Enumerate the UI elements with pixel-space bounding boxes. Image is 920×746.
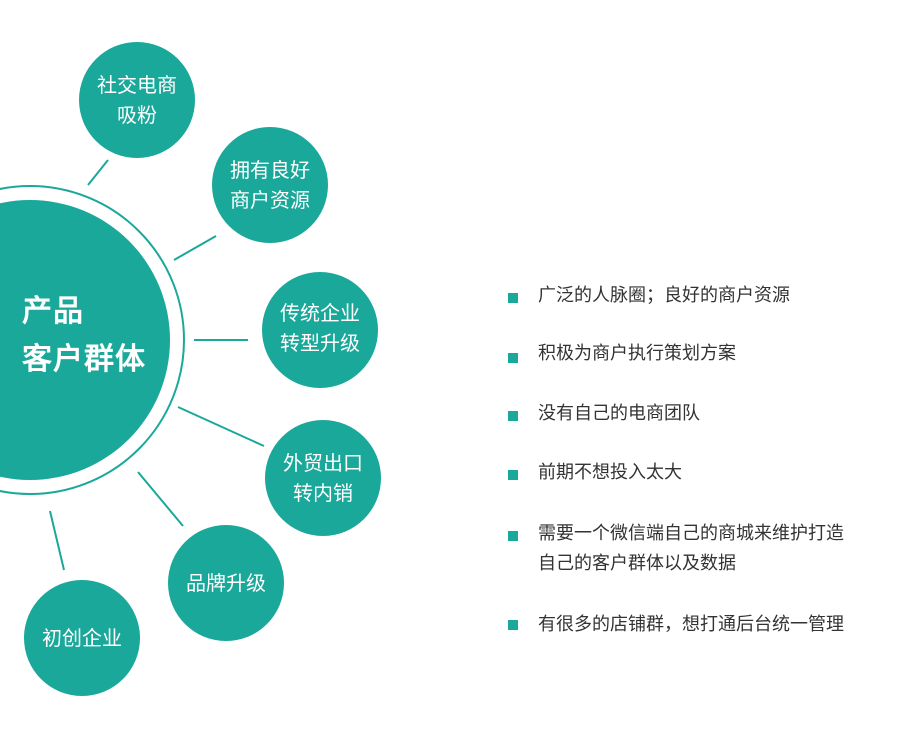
node-label-line: 初创企业 (42, 626, 122, 650)
square-bullet-icon (508, 531, 518, 541)
square-bullet-icon (508, 293, 518, 303)
connector-line (177, 406, 265, 447)
list-item-text: 有很多的店铺群，想打通后台统一管理 (538, 610, 844, 640)
node-label-foreign-trade: 外贸出口 转内销 (273, 448, 373, 508)
hub-outer-ring (0, 185, 185, 495)
list-item-line: 积极为商户执行策划方案 (538, 343, 736, 364)
square-bullet-icon (508, 620, 518, 630)
connector-line (49, 510, 65, 571)
connector-line (87, 159, 109, 186)
connector-line (137, 471, 184, 527)
node-label-line: 传统企业 (280, 301, 360, 325)
node-label-merchant-resources: 拥有良好 商户资源 (220, 155, 320, 215)
node-label-line: 转内销 (293, 481, 353, 505)
list-item-text: 广泛的人脉圈；良好的商户资源 (538, 281, 790, 311)
node-label-line: 吸粉 (117, 103, 157, 127)
node-label-line: 外贸出口 (283, 451, 363, 475)
node-circle-foreign-trade (265, 420, 381, 536)
node-label-traditional-enterprise: 传统企业 转型升级 (270, 298, 370, 358)
square-bullet-icon (508, 353, 518, 363)
list-item-text: 没有自己的电商团队 (538, 399, 700, 429)
list-item-line: 没有自己的电商团队 (538, 403, 700, 424)
hub-title-line-1: 产品 (22, 294, 84, 329)
hub-title-line-2: 客户群体 (22, 342, 146, 377)
node-label-line: 转型升级 (280, 331, 360, 355)
list-item-line: 广泛的人脉圈；良好的商户资源 (538, 285, 790, 306)
node-label-line: 商户资源 (230, 188, 310, 212)
hub-circle (0, 200, 170, 480)
node-circle-social-ecommerce (79, 42, 195, 158)
list-item-line: 自己的客户群体以及数据 (538, 553, 736, 574)
list-item-text: 需要一个微信端自己的商城来维护打造 自己的客户群体以及数据 (538, 519, 844, 579)
square-bullet-icon (508, 411, 518, 421)
square-bullet-icon (508, 470, 518, 480)
list-item-line: 有很多的店铺群，想打通后台统一管理 (538, 614, 844, 635)
node-label-line: 拥有良好 (230, 158, 310, 182)
node-label-brand-upgrade: 品牌升级 (176, 568, 276, 598)
list-item-text: 积极为商户执行策划方案 (538, 339, 736, 369)
node-label-line: 品牌升级 (186, 571, 266, 595)
node-circle-startup (24, 580, 140, 696)
list-item-line: 前期不想投入太大 (538, 462, 682, 483)
node-circle-brand-upgrade (168, 525, 284, 641)
node-circle-traditional-enterprise (262, 272, 378, 388)
node-label-line: 社交电商 (97, 73, 177, 97)
list-item-line: 需要一个微信端自己的商城来维护打造 (538, 523, 844, 544)
node-label-startup: 初创企业 (32, 623, 132, 653)
connector-line (173, 235, 217, 261)
list-item-text: 前期不想投入太大 (538, 458, 682, 488)
node-circle-merchant-resources (212, 127, 328, 243)
node-label-social-ecommerce: 社交电商 吸粉 (87, 70, 187, 130)
